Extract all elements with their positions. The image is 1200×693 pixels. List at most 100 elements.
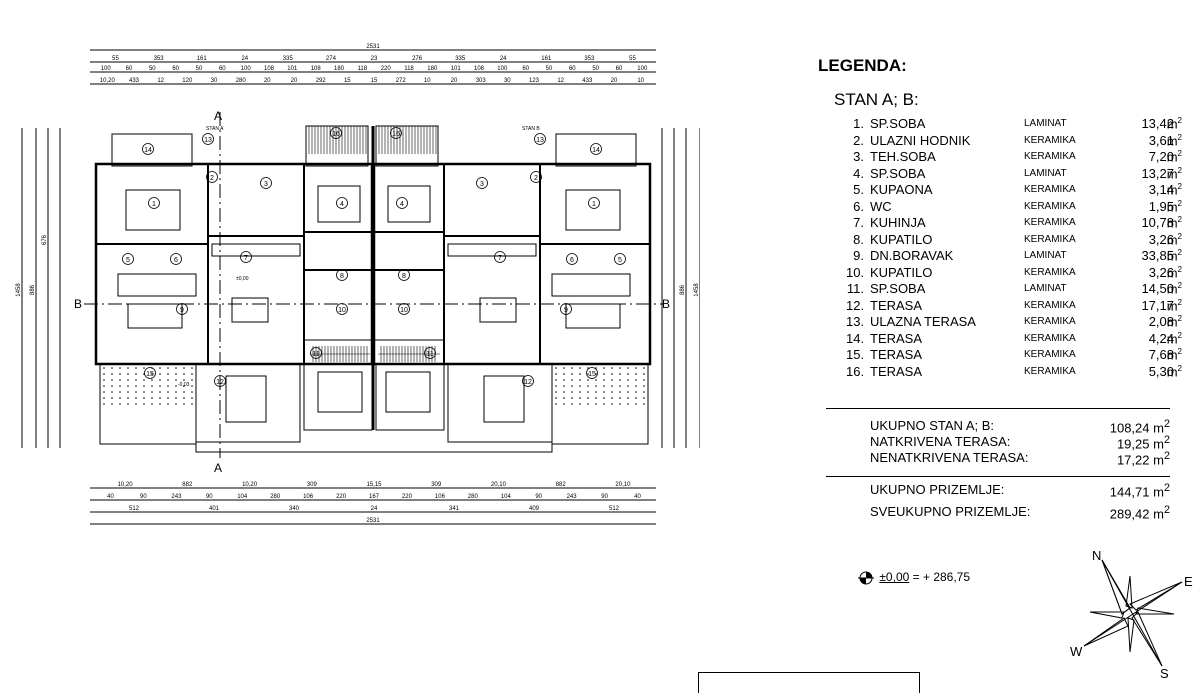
dimension-top: 180 [334, 66, 345, 72]
dimension-top: 353 [154, 56, 165, 62]
dimension-top: 100 [637, 66, 648, 72]
dimension-top: 50 [546, 66, 553, 72]
area-unit: m2 [1167, 232, 1182, 247]
room-name: TERASA [870, 363, 923, 379]
unit-m: m [1166, 132, 1178, 148]
dimension-top: 50 [149, 66, 156, 72]
dimension-top: 10 [424, 78, 431, 84]
room-area: 3,26 [1148, 264, 1174, 280]
total-value: 108,24 m2 [1110, 418, 1170, 435]
room-floor: KERAMIKA [1024, 299, 1076, 311]
room-tag-circle [390, 127, 402, 139]
dimension-bottom: 167 [369, 494, 380, 500]
dimension-top: 24 [241, 56, 248, 62]
dimension-top: 50 [196, 66, 203, 72]
room-tag-circle [586, 367, 598, 379]
room-area: 1,95 [1148, 198, 1174, 214]
dimension-top: 433 [582, 78, 593, 84]
room-tag: 5 [618, 257, 622, 264]
dimension-top: 100 [101, 66, 112, 72]
unit-m: m [1166, 248, 1178, 264]
room-tag: 4 [340, 201, 344, 208]
room-tag: 9 [180, 307, 184, 314]
room-tag-circle [330, 127, 342, 139]
room-name: SP.SOBA [870, 165, 926, 181]
section-marker-b: B [662, 297, 670, 311]
dimension-bottom: 104 [501, 494, 512, 500]
dimension-top: 30 [211, 78, 218, 84]
room-tag-circle [202, 133, 214, 145]
unit-exponent: 2 [1177, 297, 1182, 307]
dimension-left-total: 1458 [16, 283, 22, 297]
dimension-left: 886 [30, 284, 36, 295]
unit-exponent: 2 [1163, 418, 1170, 430]
room-tag-circle [310, 347, 322, 359]
dimension-top: 100 [241, 66, 252, 72]
room-name: TERASA [870, 330, 923, 346]
unit-exponent: 2 [1177, 165, 1182, 175]
total-number: 144,71 [1109, 484, 1150, 500]
unit-label-b: STAN B [522, 126, 540, 132]
unit-m: m [1166, 165, 1178, 181]
unit-m: m [1166, 314, 1178, 330]
dimension-right: 886 [680, 284, 686, 295]
total-number: 17,22 [1116, 452, 1150, 468]
dimension-bottom: 309 [431, 482, 442, 488]
dimension-top: 180 [427, 66, 438, 72]
room-floor: KERAMIKA [1024, 200, 1076, 212]
dimension-top: 276 [412, 56, 423, 62]
dimension-top: 108 [264, 66, 275, 72]
area-unit: m2 [1167, 182, 1182, 197]
section-marker-a: A [214, 109, 222, 123]
dimension-top: 10 [637, 78, 644, 84]
total-number: 289,42 [1109, 506, 1150, 522]
dimension-top: 118 [358, 66, 368, 72]
level-marker-icon [858, 571, 874, 585]
unit-m: m [1153, 420, 1164, 436]
room-area: 33,85 [1141, 248, 1174, 263]
room-name: TERASA [870, 297, 923, 313]
unit-m: m [1153, 506, 1164, 522]
room-area: 10,78 [1141, 215, 1174, 230]
unit-label-a: STAN A [206, 126, 224, 132]
room-tag: 12 [524, 379, 532, 386]
legend-subtitle: STAN A; B: [834, 90, 919, 109]
room-tag: 8 [340, 273, 344, 280]
room-tag: 14 [144, 147, 152, 154]
room-floor: KERAMIKA [1024, 349, 1076, 360]
dimension-top: 274 [326, 56, 337, 62]
unit-exponent: 2 [1177, 347, 1182, 356]
room-area: 14,50 [1141, 281, 1174, 296]
unit-exponent: 2 [1177, 363, 1182, 373]
dimension-top: 272 [396, 78, 407, 84]
room-tag-circle [566, 253, 578, 265]
room-floor: KERAMIKA [1024, 217, 1076, 228]
area-unit: m2 [1167, 298, 1182, 313]
room-name: TERASA [870, 347, 923, 362]
dimension-top: 60 [172, 66, 179, 72]
area-unit: m2 [1167, 199, 1182, 214]
room-number: 13. [846, 314, 865, 329]
room-tag-circle [214, 375, 226, 387]
unit-m: m [1166, 347, 1178, 363]
total-label: NATKRIVENA TERASA: [870, 434, 1011, 449]
dimension-bottom: 280 [270, 494, 281, 500]
level-mark: ±0,00 [236, 276, 249, 282]
dimension-top: 353 [584, 56, 595, 62]
unit-exponent: 2 [1163, 482, 1170, 494]
room-name: WC [870, 198, 892, 214]
room-tag: 2 [210, 175, 214, 182]
room-area: 4,24 [1148, 330, 1174, 346]
dimension-bottom: 104 [237, 494, 248, 500]
room-number: 7. [853, 215, 864, 230]
room-area: 3,26 [1148, 231, 1174, 247]
dimension-top: 118 [404, 66, 414, 72]
room-tag: 1 [592, 201, 596, 208]
unit-m: m [1166, 182, 1178, 198]
